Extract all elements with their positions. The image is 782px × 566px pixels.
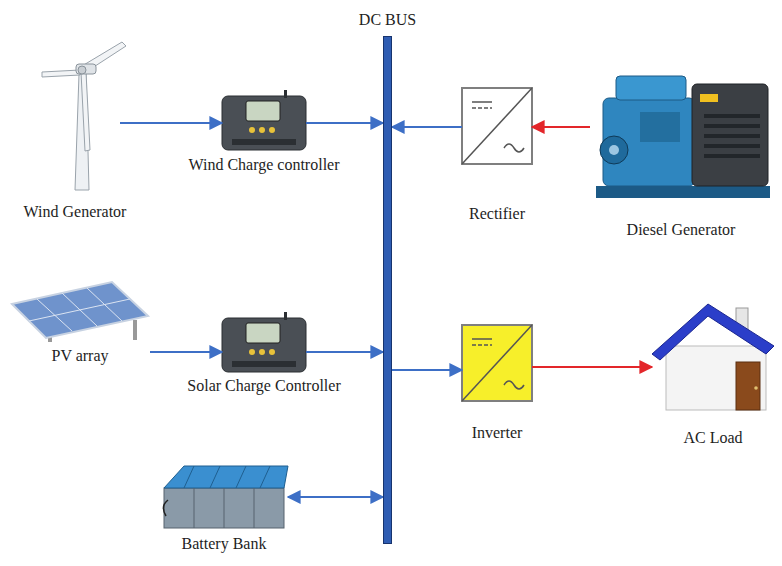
pv-array: PV array [10,280,150,342]
rectifier-symbol [462,88,532,164]
component-label: Battery Bank [182,534,267,554]
dc-bus: DC BUS [383,36,392,544]
diesel-generator-icon [596,76,770,198]
power-flow-arrow [306,351,383,353]
power-flow-arrow [120,122,222,124]
rectifier: Rectifier [462,88,532,164]
component-label: Solar Charge Controller [187,376,340,396]
component-label: AC Load [683,428,742,448]
power-flow-arrow [532,366,652,368]
component-label: Rectifier [469,204,525,224]
battery-bank-icon [163,466,288,528]
power-flow-arrow [306,122,383,124]
charge-controller-icon [222,90,306,150]
charge-controller: Solar Charge Controller [222,318,306,372]
power-flow-arrow [288,496,383,498]
inverter: Inverter [462,325,532,401]
ac-load: AC Load [652,300,774,412]
power-flow-arrow [392,126,462,128]
component-label: PV array [51,346,108,366]
component-label: Wind Generator [24,202,127,222]
charge-controller: Wind Charge controller [222,96,306,150]
house-icon [652,304,774,410]
component-label: Inverter [472,423,523,443]
bus-bar [383,36,392,544]
wind-generator: Wind Generator [30,40,120,192]
inverter-symbol [462,325,532,401]
power-flow-arrow [392,369,462,371]
battery-bank: Battery Bank [160,460,288,532]
wind-turbine [42,42,126,190]
pv-panel-icon [12,282,148,342]
diesel-generator: Diesel Generator [590,72,772,198]
component-label: Diesel Generator [627,220,736,240]
component-label: Wind Charge controller [189,155,340,175]
charge-controller-icon [222,312,306,372]
power-flow-arrow [532,126,590,128]
component-label: DC BUS [359,10,416,30]
power-flow-arrow [150,351,222,353]
